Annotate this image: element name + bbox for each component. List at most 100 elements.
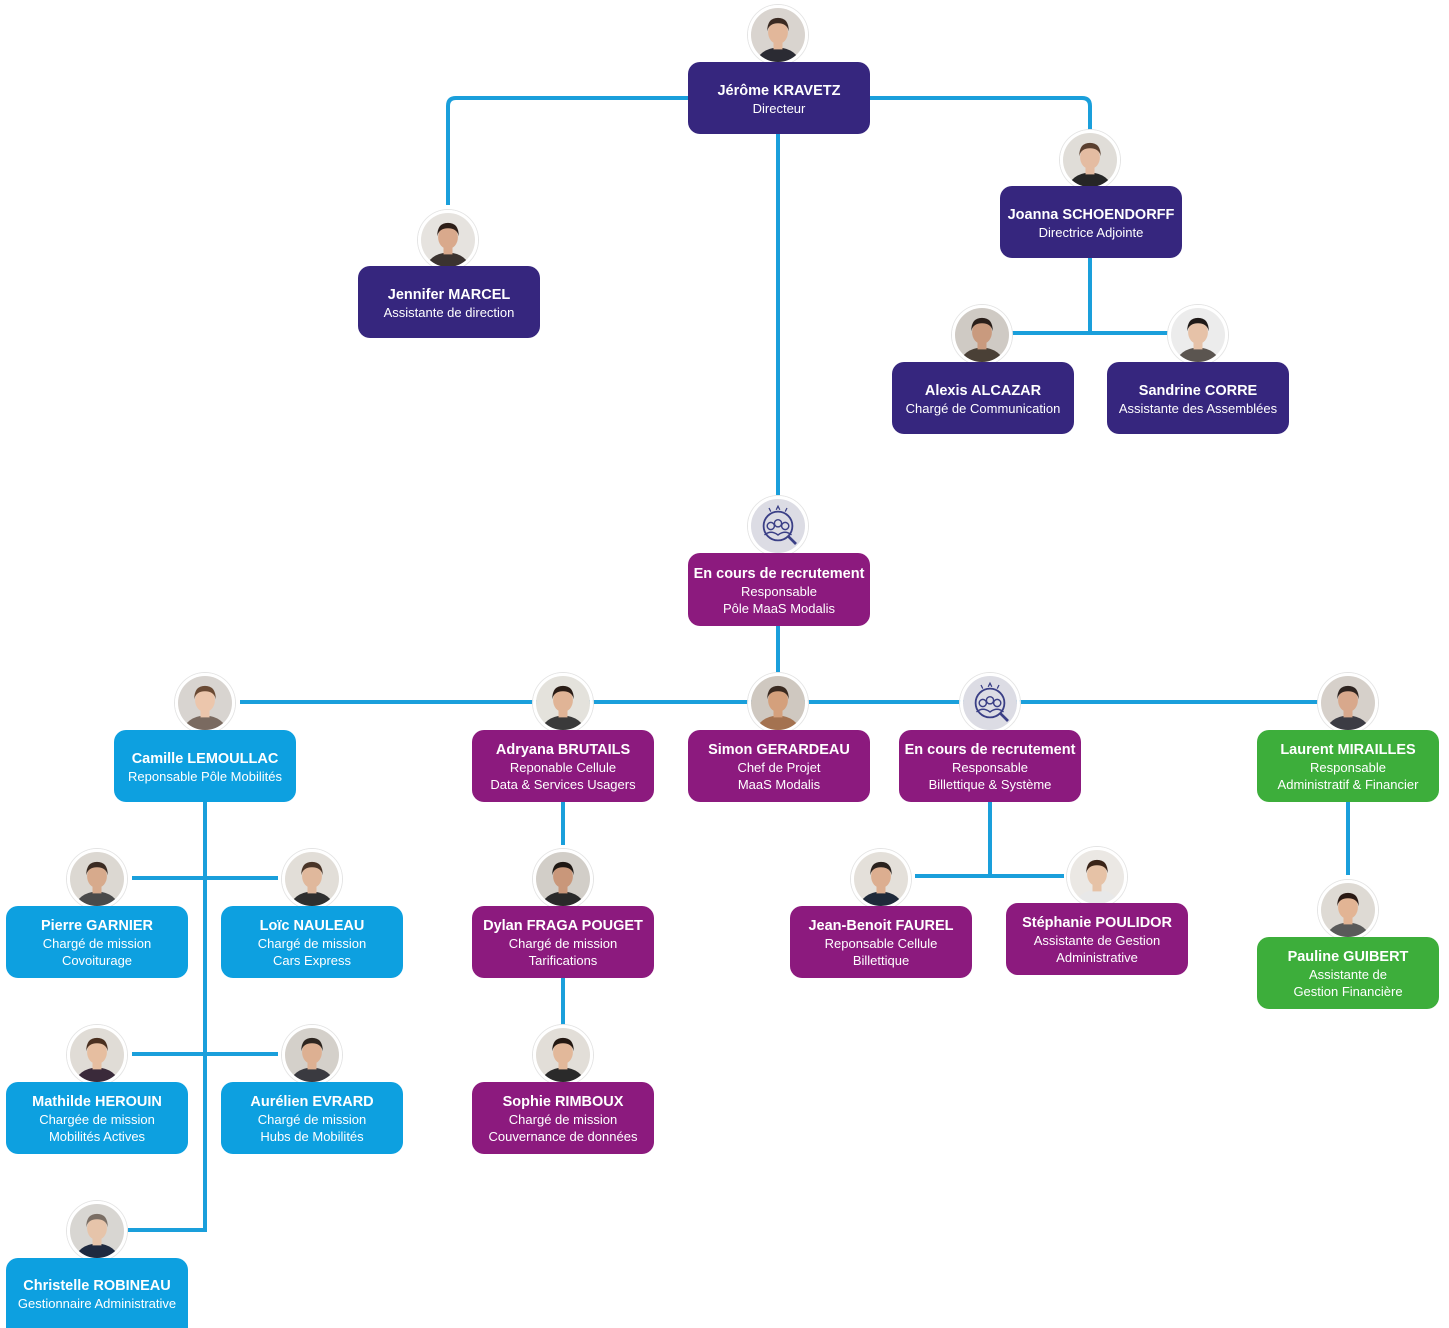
org-node-jerome-kravetz[interactable]: Jérôme KRAVETZ Directeur bbox=[688, 62, 870, 134]
node-name: Pierre GARNIER bbox=[40, 918, 153, 934]
node-role: Assistante de direction bbox=[383, 304, 515, 320]
org-node-sophie-rimboux[interactable]: Sophie RIMBOUX Chargé de mission Couvern… bbox=[472, 1082, 654, 1154]
node-role: Mobilités Actives bbox=[48, 1129, 146, 1144]
avatar bbox=[175, 673, 235, 733]
node-name: Christelle ROBINEAU bbox=[23, 1277, 171, 1294]
node-name: Joanna SCHOENDORFF bbox=[1007, 206, 1175, 223]
avatar bbox=[1067, 847, 1127, 907]
recruitment-icon bbox=[748, 496, 808, 556]
node-role: Assistante de bbox=[1308, 967, 1388, 982]
node-name: En cours de recrutement bbox=[904, 742, 1076, 758]
org-node-simon-gerardeau[interactable]: Simon GERARDEAU Chef de Projet MaaS Moda… bbox=[688, 730, 870, 802]
org-node-alexis-alcazar[interactable]: Alexis ALCAZAR Chargé de Communication bbox=[892, 362, 1074, 434]
node-role: Hubs de Mobilités bbox=[260, 1129, 364, 1144]
org-node-dylan-fraga-pouget[interactable]: Dylan FRAGA POUGET Chargé de mission Tar… bbox=[472, 906, 654, 978]
node-name: Aurélien EVRARD bbox=[250, 1094, 374, 1110]
node-role: Responsable bbox=[1310, 760, 1386, 775]
org-node-stephanie-poulidor[interactable]: Stéphanie POULIDOR Assistante de Gestion… bbox=[1006, 903, 1188, 975]
node-name: Jennifer MARCEL bbox=[387, 286, 511, 303]
node-role: Couvernance de données bbox=[488, 1129, 638, 1144]
node-name: Laurent MIRAILLES bbox=[1280, 742, 1416, 758]
node-role: Responsable bbox=[952, 760, 1028, 775]
connector-director-deputy bbox=[778, 96, 1092, 130]
node-name: Stéphanie POULIDOR bbox=[1022, 915, 1172, 931]
avatar bbox=[1060, 130, 1120, 190]
avatar bbox=[1318, 880, 1378, 940]
org-node-loic-nauleau[interactable]: Loïc NAULEAU Chargé de mission Cars Expr… bbox=[221, 906, 403, 978]
avatar bbox=[282, 1025, 342, 1085]
node-name: Simon GERARDEAU bbox=[708, 742, 850, 758]
node-role: Billettique bbox=[852, 953, 910, 968]
node-role: Pôle MaaS Modalis bbox=[723, 600, 835, 616]
org-node-recrutement-billettique[interactable]: En cours de recrutement Responsable Bill… bbox=[899, 730, 1081, 802]
org-node-sandrine-corre[interactable]: Sandrine CORRE Assistante des Assemblées bbox=[1107, 362, 1289, 434]
recruitment-icon bbox=[960, 673, 1020, 733]
node-role: Billettique & Système bbox=[928, 777, 1052, 792]
node-name: Jean-Benoit FAUREL bbox=[808, 918, 954, 934]
avatar bbox=[418, 210, 478, 270]
org-node-pauline-guibert[interactable]: Pauline GUIBERT Assistante de Gestion Fi… bbox=[1257, 937, 1439, 1009]
org-node-jean-benoit-faurel[interactable]: Jean-Benoit FAUREL Reponsable Cellule Bi… bbox=[790, 906, 972, 978]
node-name: Jérôme KRAVETZ bbox=[717, 82, 841, 99]
connector-deputy-team bbox=[1012, 258, 1168, 335]
org-node-pierre-garnier[interactable]: Pierre GARNIER Chargé de mission Covoitu… bbox=[6, 906, 188, 978]
node-role: Covoiturage bbox=[61, 953, 133, 968]
org-node-laurent-mirailles[interactable]: Laurent MIRAILLES Responsable Administra… bbox=[1257, 730, 1439, 802]
node-name: Loïc NAULEAU bbox=[259, 918, 365, 934]
avatar bbox=[1168, 305, 1228, 365]
avatar bbox=[67, 849, 127, 909]
node-role: Reponsable Cellule bbox=[824, 936, 938, 951]
avatar bbox=[533, 673, 593, 733]
node-name: Mathilde HEROUIN bbox=[32, 1094, 162, 1110]
node-role: Assistante de Gestion bbox=[1033, 933, 1161, 948]
org-node-christelle-robineau[interactable]: Christelle ROBINEAU Gestionnaire Adminis… bbox=[6, 1258, 188, 1328]
node-name: Sophie RIMBOUX bbox=[502, 1094, 624, 1110]
avatar bbox=[282, 849, 342, 909]
org-node-joanna-schoendorff[interactable]: Joanna SCHOENDORFF Directrice Adjointe bbox=[1000, 186, 1182, 258]
org-node-jennifer-marcel[interactable]: Jennifer MARCEL Assistante de direction bbox=[358, 266, 540, 338]
node-role: Responsable bbox=[741, 583, 817, 599]
connector-mobilites-team bbox=[128, 802, 278, 1232]
org-node-aurelien-evrard[interactable]: Aurélien EVRARD Chargé de mission Hubs d… bbox=[221, 1082, 403, 1154]
node-name: En cours de recrutement bbox=[693, 565, 865, 582]
node-name: Adryana BRUTAILS bbox=[495, 742, 631, 758]
node-name: Camille LEMOULLAC bbox=[131, 750, 279, 767]
node-name: Dylan FRAGA POUGET bbox=[483, 918, 643, 934]
node-role: Cars Express bbox=[272, 953, 352, 968]
node-role: Chef de Projet bbox=[737, 760, 821, 775]
node-role: Chargé de mission bbox=[257, 936, 367, 951]
node-role: Gestion Financière bbox=[1293, 984, 1403, 999]
node-role: Directrice Adjointe bbox=[1038, 224, 1144, 240]
connector-director-assistant bbox=[446, 96, 778, 205]
node-role: Chargé de mission bbox=[508, 1112, 618, 1127]
node-role: Chargé de mission bbox=[42, 936, 152, 951]
avatar bbox=[748, 673, 808, 733]
node-role: Gestionnaire Administrative bbox=[17, 1295, 177, 1311]
node-name: Pauline GUIBERT bbox=[1287, 949, 1409, 965]
node-name: Alexis ALCAZAR bbox=[924, 382, 1042, 399]
avatar bbox=[67, 1201, 127, 1261]
node-name: Sandrine CORRE bbox=[1138, 382, 1258, 399]
org-node-adryana-brutails[interactable]: Adryana BRUTAILS Reponable Cellule Data … bbox=[472, 730, 654, 802]
avatar bbox=[851, 849, 911, 909]
avatar bbox=[952, 305, 1012, 365]
node-role: Directeur bbox=[752, 100, 806, 116]
avatar bbox=[748, 5, 808, 65]
node-role: Tarifications bbox=[528, 953, 598, 968]
node-role: Chargée de mission bbox=[39, 1112, 155, 1127]
avatar bbox=[67, 1025, 127, 1085]
org-node-recrutement-maas[interactable]: En cours de recrutement Responsable Pôle… bbox=[688, 553, 870, 626]
node-role: Chargé de mission bbox=[508, 936, 618, 951]
node-role: Reponable Cellule bbox=[509, 760, 617, 775]
node-role: Data & Services Usagers bbox=[490, 777, 636, 792]
avatar bbox=[533, 849, 593, 909]
org-node-camille-lemoullac[interactable]: Camille LEMOULLAC Reponsable Pôle Mobili… bbox=[114, 730, 296, 802]
node-role: Administratif & Financier bbox=[1277, 777, 1419, 792]
avatar bbox=[1318, 673, 1378, 733]
org-node-mathilde-herouin[interactable]: Mathilde HEROUIN Chargée de mission Mobi… bbox=[6, 1082, 188, 1154]
node-role: Administrative bbox=[1056, 950, 1138, 965]
connector-billettique-team bbox=[915, 802, 1064, 878]
node-role: Chargé de mission bbox=[257, 1112, 367, 1127]
node-role: Assistante des Assemblées bbox=[1118, 400, 1278, 416]
